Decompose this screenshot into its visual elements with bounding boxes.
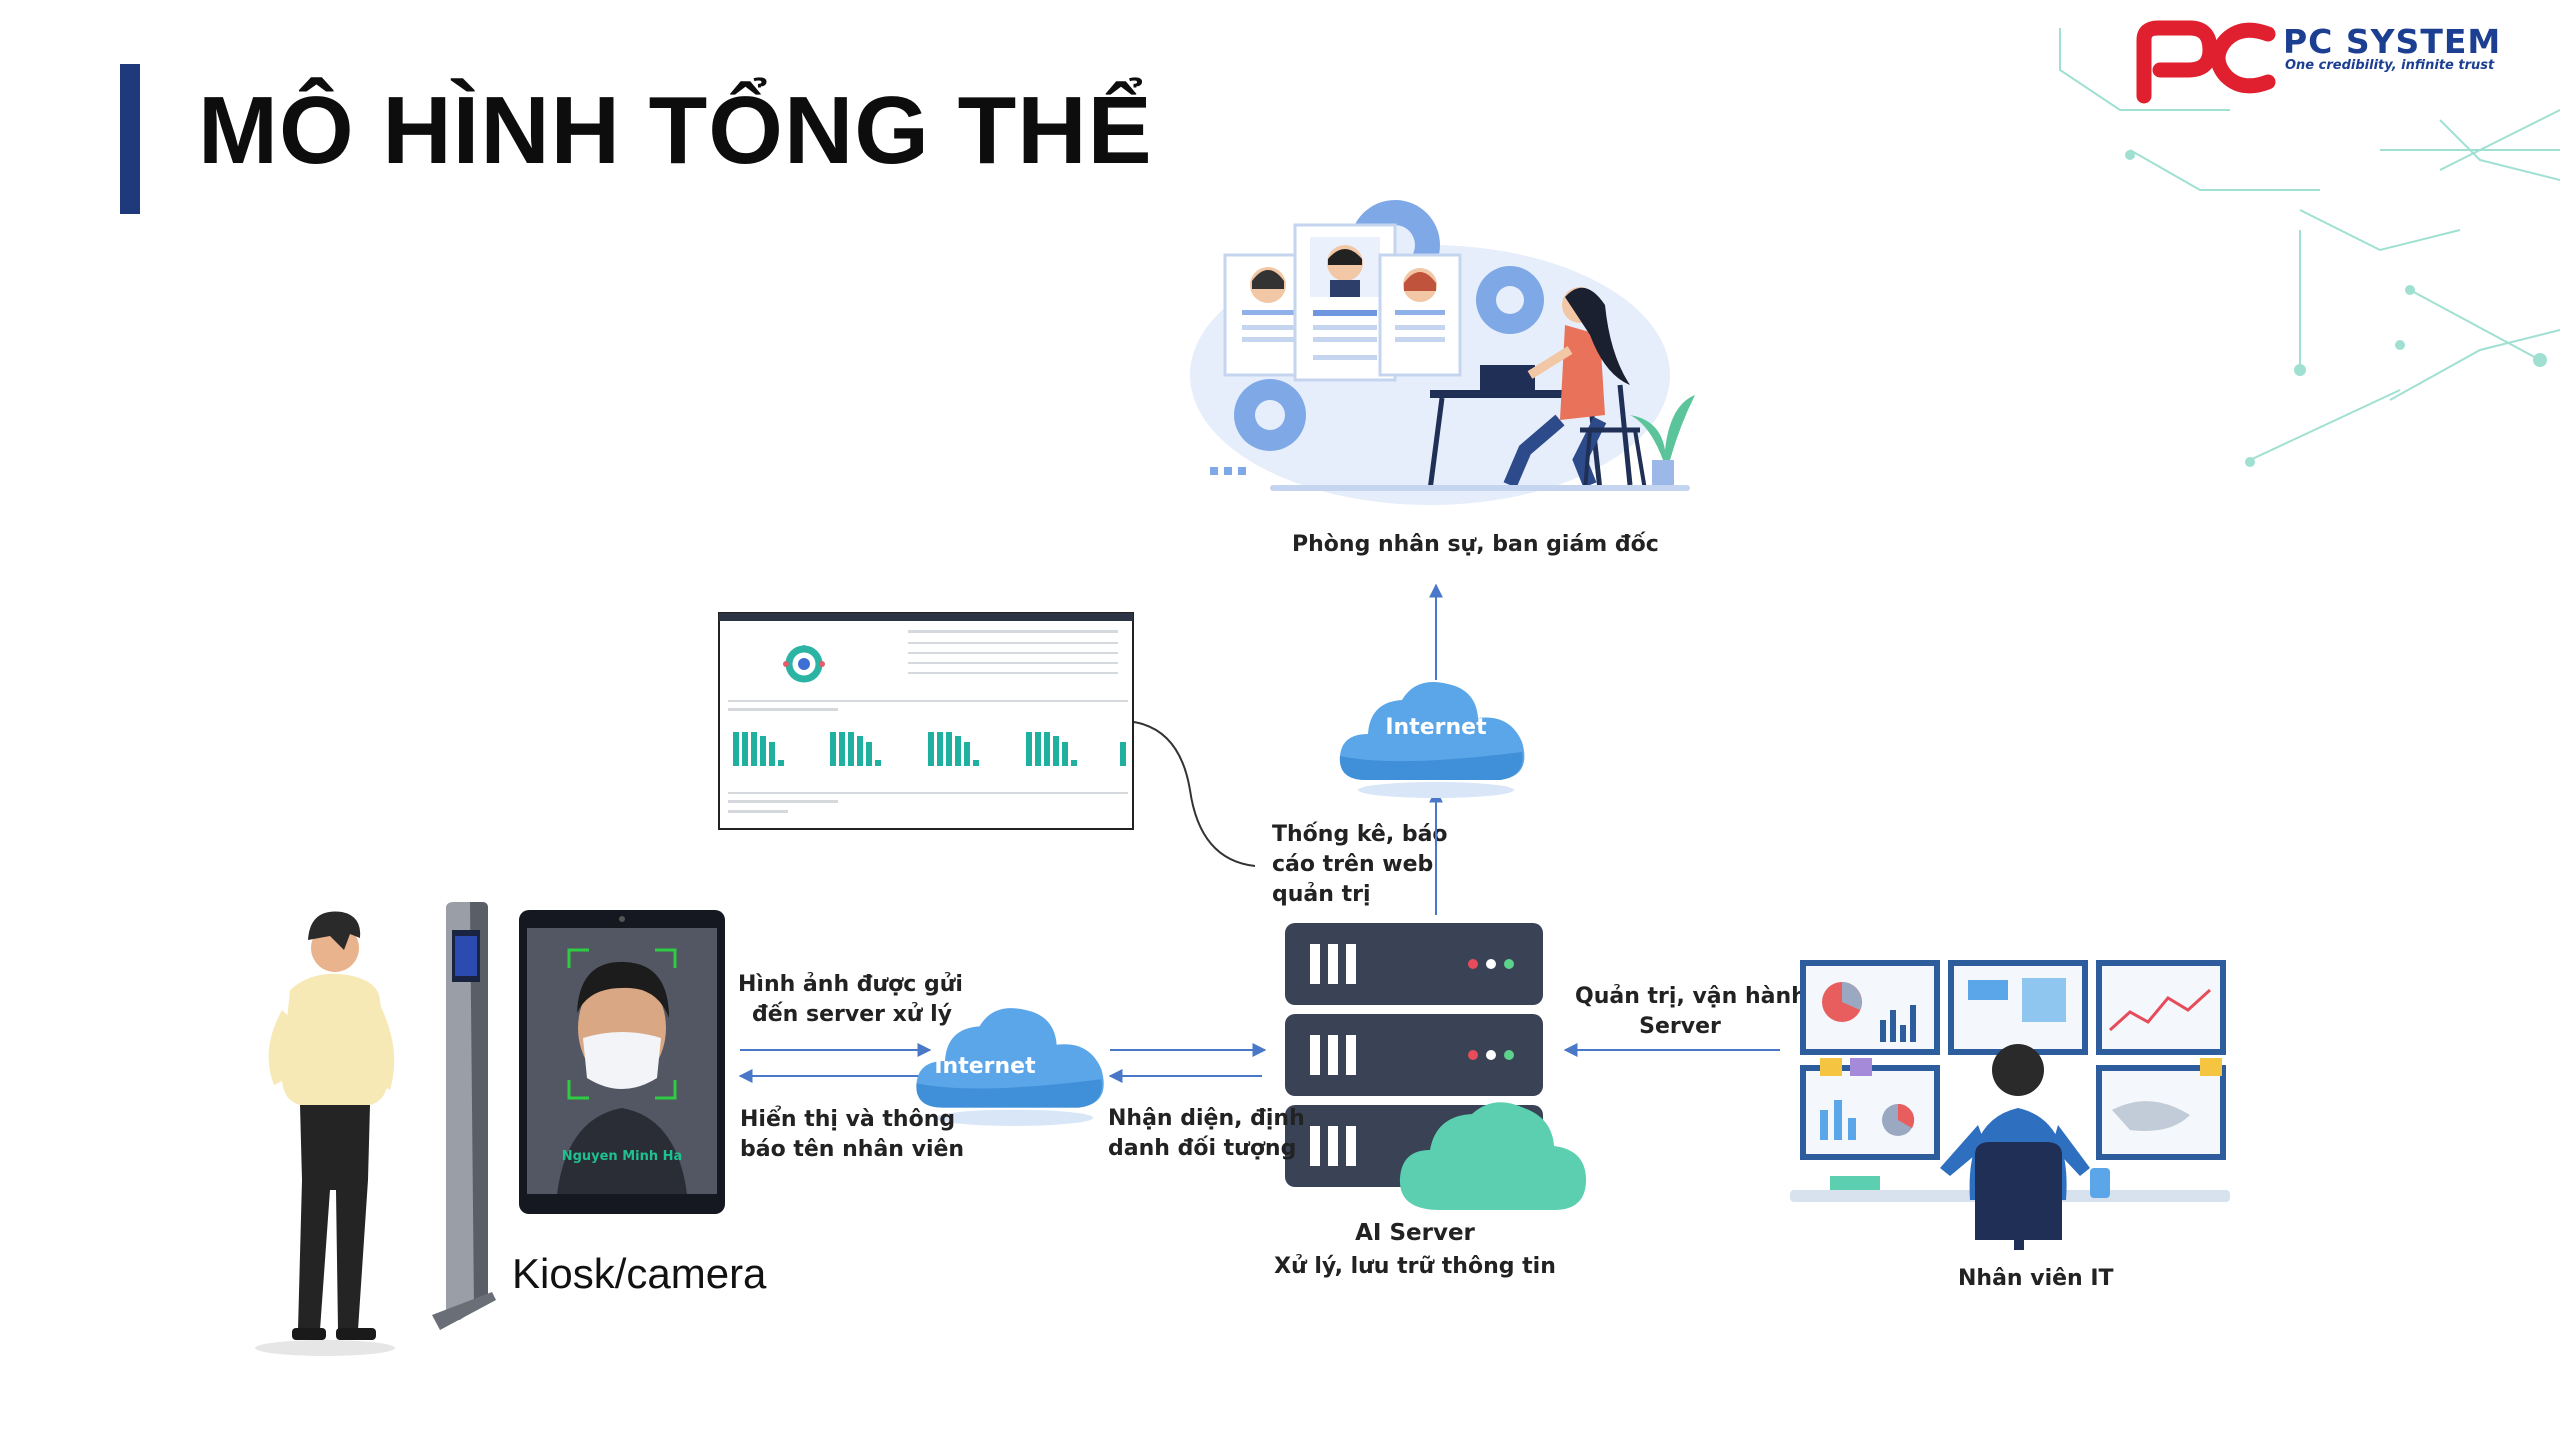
brand-tagline: One credibility, infinite trust [2285, 58, 2495, 73]
edge-label-recognize: Nhận diện, định danh đối tượng [1108, 1104, 1305, 1164]
internet-cloud-top-label: Internet [1385, 715, 1487, 740]
kiosk-camera-screen: Nguyen Minh Ha [519, 910, 725, 1214]
edge-label-line: báo tên nhân viên [740, 1137, 965, 1162]
dashboard-caption: Thống kê, báo cáo trên web quản trị [1272, 820, 1448, 910]
edge-label-line: Hình ảnh được gửi [738, 972, 963, 997]
edge-label-line: Server [1639, 1014, 1721, 1039]
hr-department-illustration [1190, 200, 1695, 505]
it-staff-illustration [1790, 960, 2230, 1250]
dashboard-caption-line: cáo trên web [1272, 852, 1434, 877]
kiosk-recognized-name: Nguyen Minh Ha [562, 1149, 683, 1164]
edge-label-line: Hiển thị và thông [740, 1107, 956, 1132]
internet-cloud-left-label: Internet [934, 1054, 1036, 1079]
edge-label-line: danh đối tượng [1108, 1136, 1297, 1161]
ai-server-icon [1285, 923, 1586, 1210]
edge-label-display-notify: Hiển thị và thông báo tên nhân viên [740, 1105, 964, 1165]
kiosk-label: Kiosk/camera [512, 1250, 767, 1297]
kiosk-stand-icon [432, 902, 496, 1330]
ai-server-label: AI Server [1290, 1218, 1540, 1248]
ai-server-subtitle: Xử lý, lưu trữ thông tin [1274, 1254, 1556, 1279]
edge-label-line: đến server xử lý [752, 1002, 953, 1027]
hr-department-label: Phòng nhân sự, ban giám đốc [1292, 532, 1659, 557]
internet-cloud-top-icon [1339, 682, 1525, 798]
pc-system-logo-icon [2136, 20, 2276, 104]
dashboard-caption-line: Thống kê, báo [1272, 822, 1448, 847]
edge-label-line: Quản trị, vận hành [1575, 984, 1807, 1009]
person-icon [255, 911, 395, 1356]
brand-name: PC SYSTEM [2283, 22, 2502, 61]
it-staff-label: Nhân viên IT [1958, 1266, 2114, 1291]
internet-cloud-left-icon [916, 1008, 1104, 1126]
edge-label-line: Nhận diện, định [1108, 1106, 1305, 1131]
title-accent-bar [120, 64, 140, 214]
dashboard-caption-line: quản trị [1272, 882, 1371, 907]
admin-dashboard-thumbnail [718, 612, 1134, 830]
page-title: MÔ HÌNH TỔNG THỂ [198, 77, 1153, 184]
edge-label-image-sent: Hình ảnh được gửi đến server xử lý [738, 970, 963, 1030]
edge-label-admin-ops: Quản trị, vận hành Server [1575, 982, 1807, 1042]
ai-server-title: AI Server [1355, 1220, 1475, 1246]
